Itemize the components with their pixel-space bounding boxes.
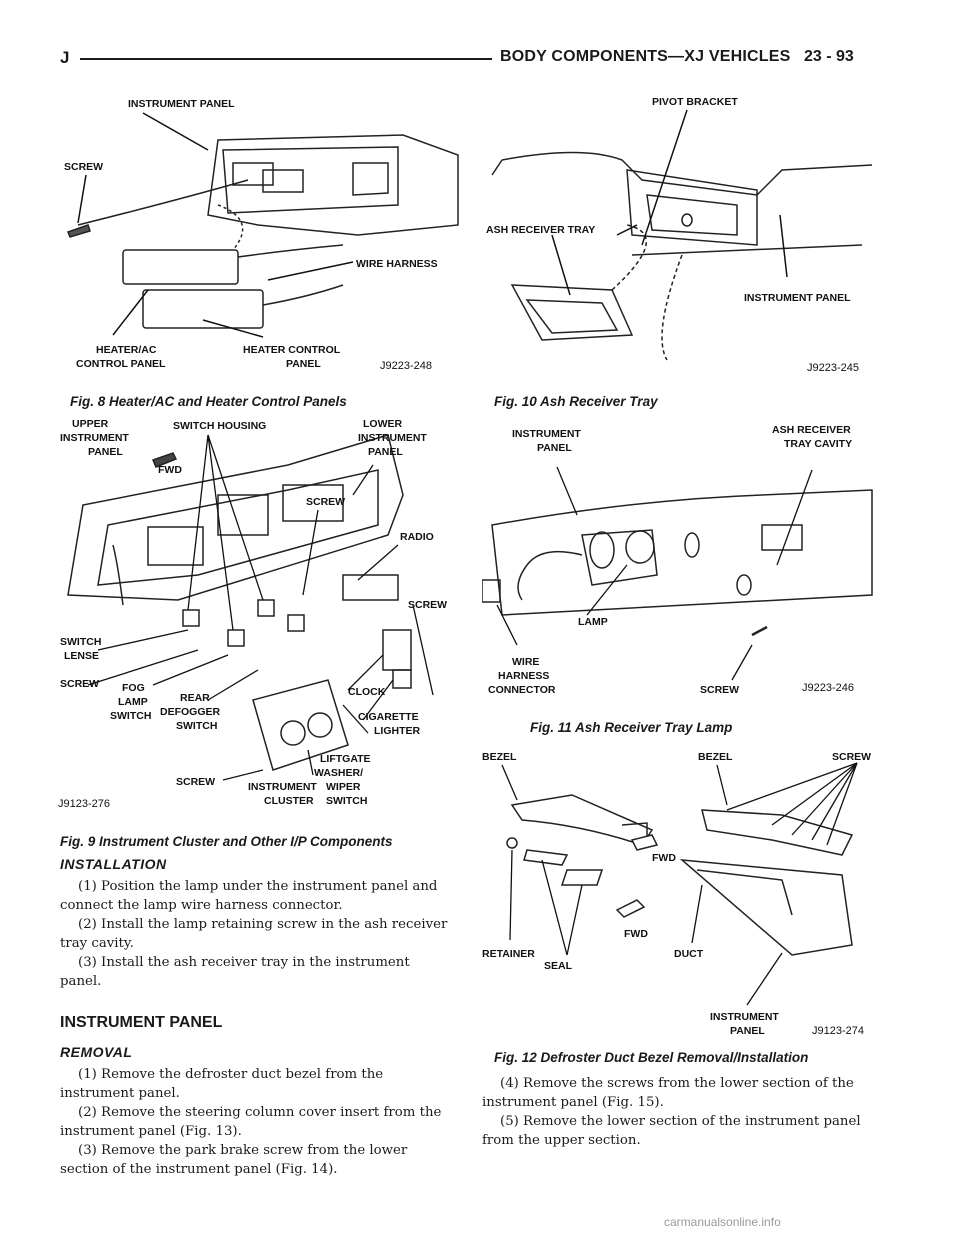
fig12-label-bezel-2: BEZEL: [698, 751, 733, 763]
fig9-label-fog: FOG: [122, 682, 145, 694]
fig9-label-switch: SWITCH: [60, 636, 101, 648]
fig9-label-instrument-cluster: INSTRUMENT: [248, 781, 317, 793]
fig11-label-harness: HARNESS: [498, 670, 549, 682]
instrument-panel-heading: INSTRUMENT PANEL: [60, 1014, 223, 1031]
fig11-caption: Fig. 11 Ash Receiver Tray Lamp: [530, 720, 733, 735]
fig9-label-fwd: FWD: [158, 464, 182, 476]
fig10-code: J9223-245: [807, 362, 859, 374]
installation-step-1: (1) Position the lamp under the instrume…: [60, 879, 438, 913]
fig9-caption: Fig. 9 Instrument Cluster and Other I/P …: [60, 834, 393, 849]
fig12-label-screw: SCREW: [832, 751, 871, 763]
fig12-label-instrument: INSTRUMENT: [710, 1011, 779, 1023]
fig10-caption: Fig. 10 Ash Receiver Tray: [494, 394, 658, 409]
figure-12: BEZEL BEZEL SCREW FWD FWD RETAINER SEAL …: [482, 745, 882, 1040]
fig9-label-switch-liftgate: SWITCH: [326, 795, 367, 807]
fig11-label-ash-receiver: ASH RECEIVER: [772, 424, 851, 436]
fig9-label-radio: RADIO: [400, 531, 434, 543]
removal-heading: REMOVAL: [60, 1044, 133, 1060]
fig9-label-panel-lower: PANEL: [368, 446, 403, 458]
removal-step-1: (1) Remove the defroster duct bezel from…: [60, 1067, 384, 1101]
fig11-label-screw: SCREW: [700, 684, 739, 696]
footer-watermark[interactable]: carmanualsonline.info: [664, 1215, 781, 1229]
fig10-label-pivot-bracket: PIVOT BRACKET: [652, 96, 738, 108]
installation-steps: (1) Position the lamp under the instrume…: [60, 877, 452, 991]
fig9-label-lamp: LAMP: [118, 696, 148, 708]
fig8-caption: Fig. 8 Heater/AC and Heater Control Pane…: [70, 394, 347, 409]
fig11-code: J9223-246: [802, 682, 854, 694]
fig9-label-liftgate: LIFTGATE: [320, 753, 371, 765]
fig9-label-screw-1: SCREW: [306, 496, 345, 508]
fig9-label-washer: WASHER/: [314, 767, 363, 779]
fig11-label-lamp: LAMP: [578, 616, 608, 628]
fig9-label-switch-housing: SWITCH HOUSING: [173, 420, 266, 432]
fig8-label-screw: SCREW: [64, 161, 103, 173]
header-title: BODY COMPONENTS—XJ VEHICLES: [500, 48, 791, 65]
fig8-label-heater-control: HEATER CONTROL: [243, 344, 341, 356]
figure-10: PIVOT BRACKET ASH RECEIVER TRAY INSTRUME…: [482, 85, 882, 385]
figure-8-illustration: INSTRUMENT PANEL SCREW WIRE HARNESS HEAT…: [64, 98, 459, 372]
fig12-label-fwd-2: FWD: [624, 928, 648, 940]
fig8-label-instrument-panel: INSTRUMENT PANEL: [128, 98, 235, 110]
removal-steps-right: (4) Remove the screws from the lower sec…: [482, 1074, 874, 1150]
fig10-label-ash-receiver-tray: ASH RECEIVER TRAY: [486, 224, 595, 236]
fig9-label-panel-upper: PANEL: [88, 446, 123, 458]
figure-9-illustration: UPPER INSTRUMENT PANEL SWITCH HOUSING LO…: [58, 418, 447, 810]
figure-10-illustration: PIVOT BRACKET ASH RECEIVER TRAY INSTRUME…: [486, 96, 873, 374]
fig11-label-tray-cavity: TRAY CAVITY: [784, 438, 852, 450]
fig11-label-panel: PANEL: [537, 442, 572, 454]
fig9-label-switch-fog: SWITCH: [110, 710, 151, 722]
fig9-label-upper: UPPER: [72, 418, 109, 430]
fig9-label-clock: CLOCK: [348, 686, 386, 698]
fig12-label-seal: SEAL: [544, 960, 573, 972]
figure-8: INSTRUMENT PANEL SCREW WIRE HARNESS HEAT…: [58, 85, 468, 385]
fig8-code: J9223-248: [380, 360, 432, 372]
header-page-number: 23 - 93: [804, 48, 854, 65]
figure-11: INSTRUMENT PANEL ASH RECEIVER TRAY CAVIT…: [482, 415, 882, 705]
fig12-caption: Fig. 12 Defroster Duct Bezel Removal/Ins…: [494, 1050, 809, 1065]
fig8-label-control-panel: CONTROL PANEL: [76, 358, 166, 370]
removal-steps-left: (1) Remove the defroster duct bezel from…: [60, 1065, 452, 1179]
fig12-code: J9123-274: [812, 1025, 864, 1037]
fig8-label-wire-harness: WIRE HARNESS: [356, 258, 438, 270]
removal-step-3: (3) Remove the park brake screw from the…: [60, 1143, 408, 1177]
fig9-label-screw-4: SCREW: [176, 776, 215, 788]
removal-step-4: (4) Remove the screws from the lower sec…: [482, 1076, 854, 1110]
fig12-label-retainer: RETAINER: [482, 948, 535, 960]
fig9-label-cluster: CLUSTER: [264, 795, 314, 807]
fig9-label-lense: LENSE: [64, 650, 99, 662]
fig12-label-duct: DUCT: [674, 948, 704, 960]
installation-heading: INSTALLATION: [60, 856, 167, 872]
fig9-label-screw-3: SCREW: [60, 678, 99, 690]
fig11-label-wire: WIRE: [512, 656, 539, 668]
fig9-label-wiper: WIPER: [326, 781, 361, 793]
fig10-label-instrument-panel: INSTRUMENT PANEL: [744, 292, 851, 304]
header-letter: J: [60, 48, 70, 67]
figure-9: UPPER INSTRUMENT PANEL SWITCH HOUSING LO…: [58, 415, 468, 825]
fig12-label-fwd-1: FWD: [652, 852, 676, 864]
fig8-label-panel: PANEL: [286, 358, 321, 370]
removal-step-2: (2) Remove the steering column cover ins…: [60, 1105, 442, 1139]
fig8-label-heater-ac: HEATER/AC: [96, 344, 157, 356]
fig9-label-lighter: LIGHTER: [374, 725, 420, 737]
header-rule: [80, 58, 492, 60]
figure-12-illustration: BEZEL BEZEL SCREW FWD FWD RETAINER SEAL …: [482, 751, 871, 1037]
fig9-label-instrument-lower: INSTRUMENT: [358, 432, 427, 444]
fig9-label-switch-defogger: SWITCH: [176, 720, 217, 732]
installation-step-2: (2) Install the lamp retaining screw in …: [60, 917, 448, 951]
fig12-label-panel: PANEL: [730, 1025, 765, 1037]
fig9-label-instrument-upper: INSTRUMENT: [60, 432, 129, 444]
fig9-code: J9123-276: [58, 798, 110, 810]
fig11-label-instrument: INSTRUMENT: [512, 428, 581, 440]
fig9-label-screw-2: SCREW: [408, 599, 447, 611]
fig9-label-rear: REAR: [180, 692, 210, 704]
fig11-label-connector: CONNECTOR: [488, 684, 556, 696]
fig9-label-defogger: DEFOGGER: [160, 706, 221, 718]
fig9-label-lower: LOWER: [363, 418, 402, 430]
fig9-label-cigarette: CIGARETTE: [358, 711, 419, 723]
fig12-label-bezel-1: BEZEL: [482, 751, 517, 763]
figure-11-illustration: INSTRUMENT PANEL ASH RECEIVER TRAY CAVIT…: [482, 424, 873, 696]
installation-step-3: (3) Install the ash receiver tray in the…: [60, 955, 410, 989]
removal-step-5: (5) Remove the lower section of the inst…: [482, 1114, 861, 1148]
